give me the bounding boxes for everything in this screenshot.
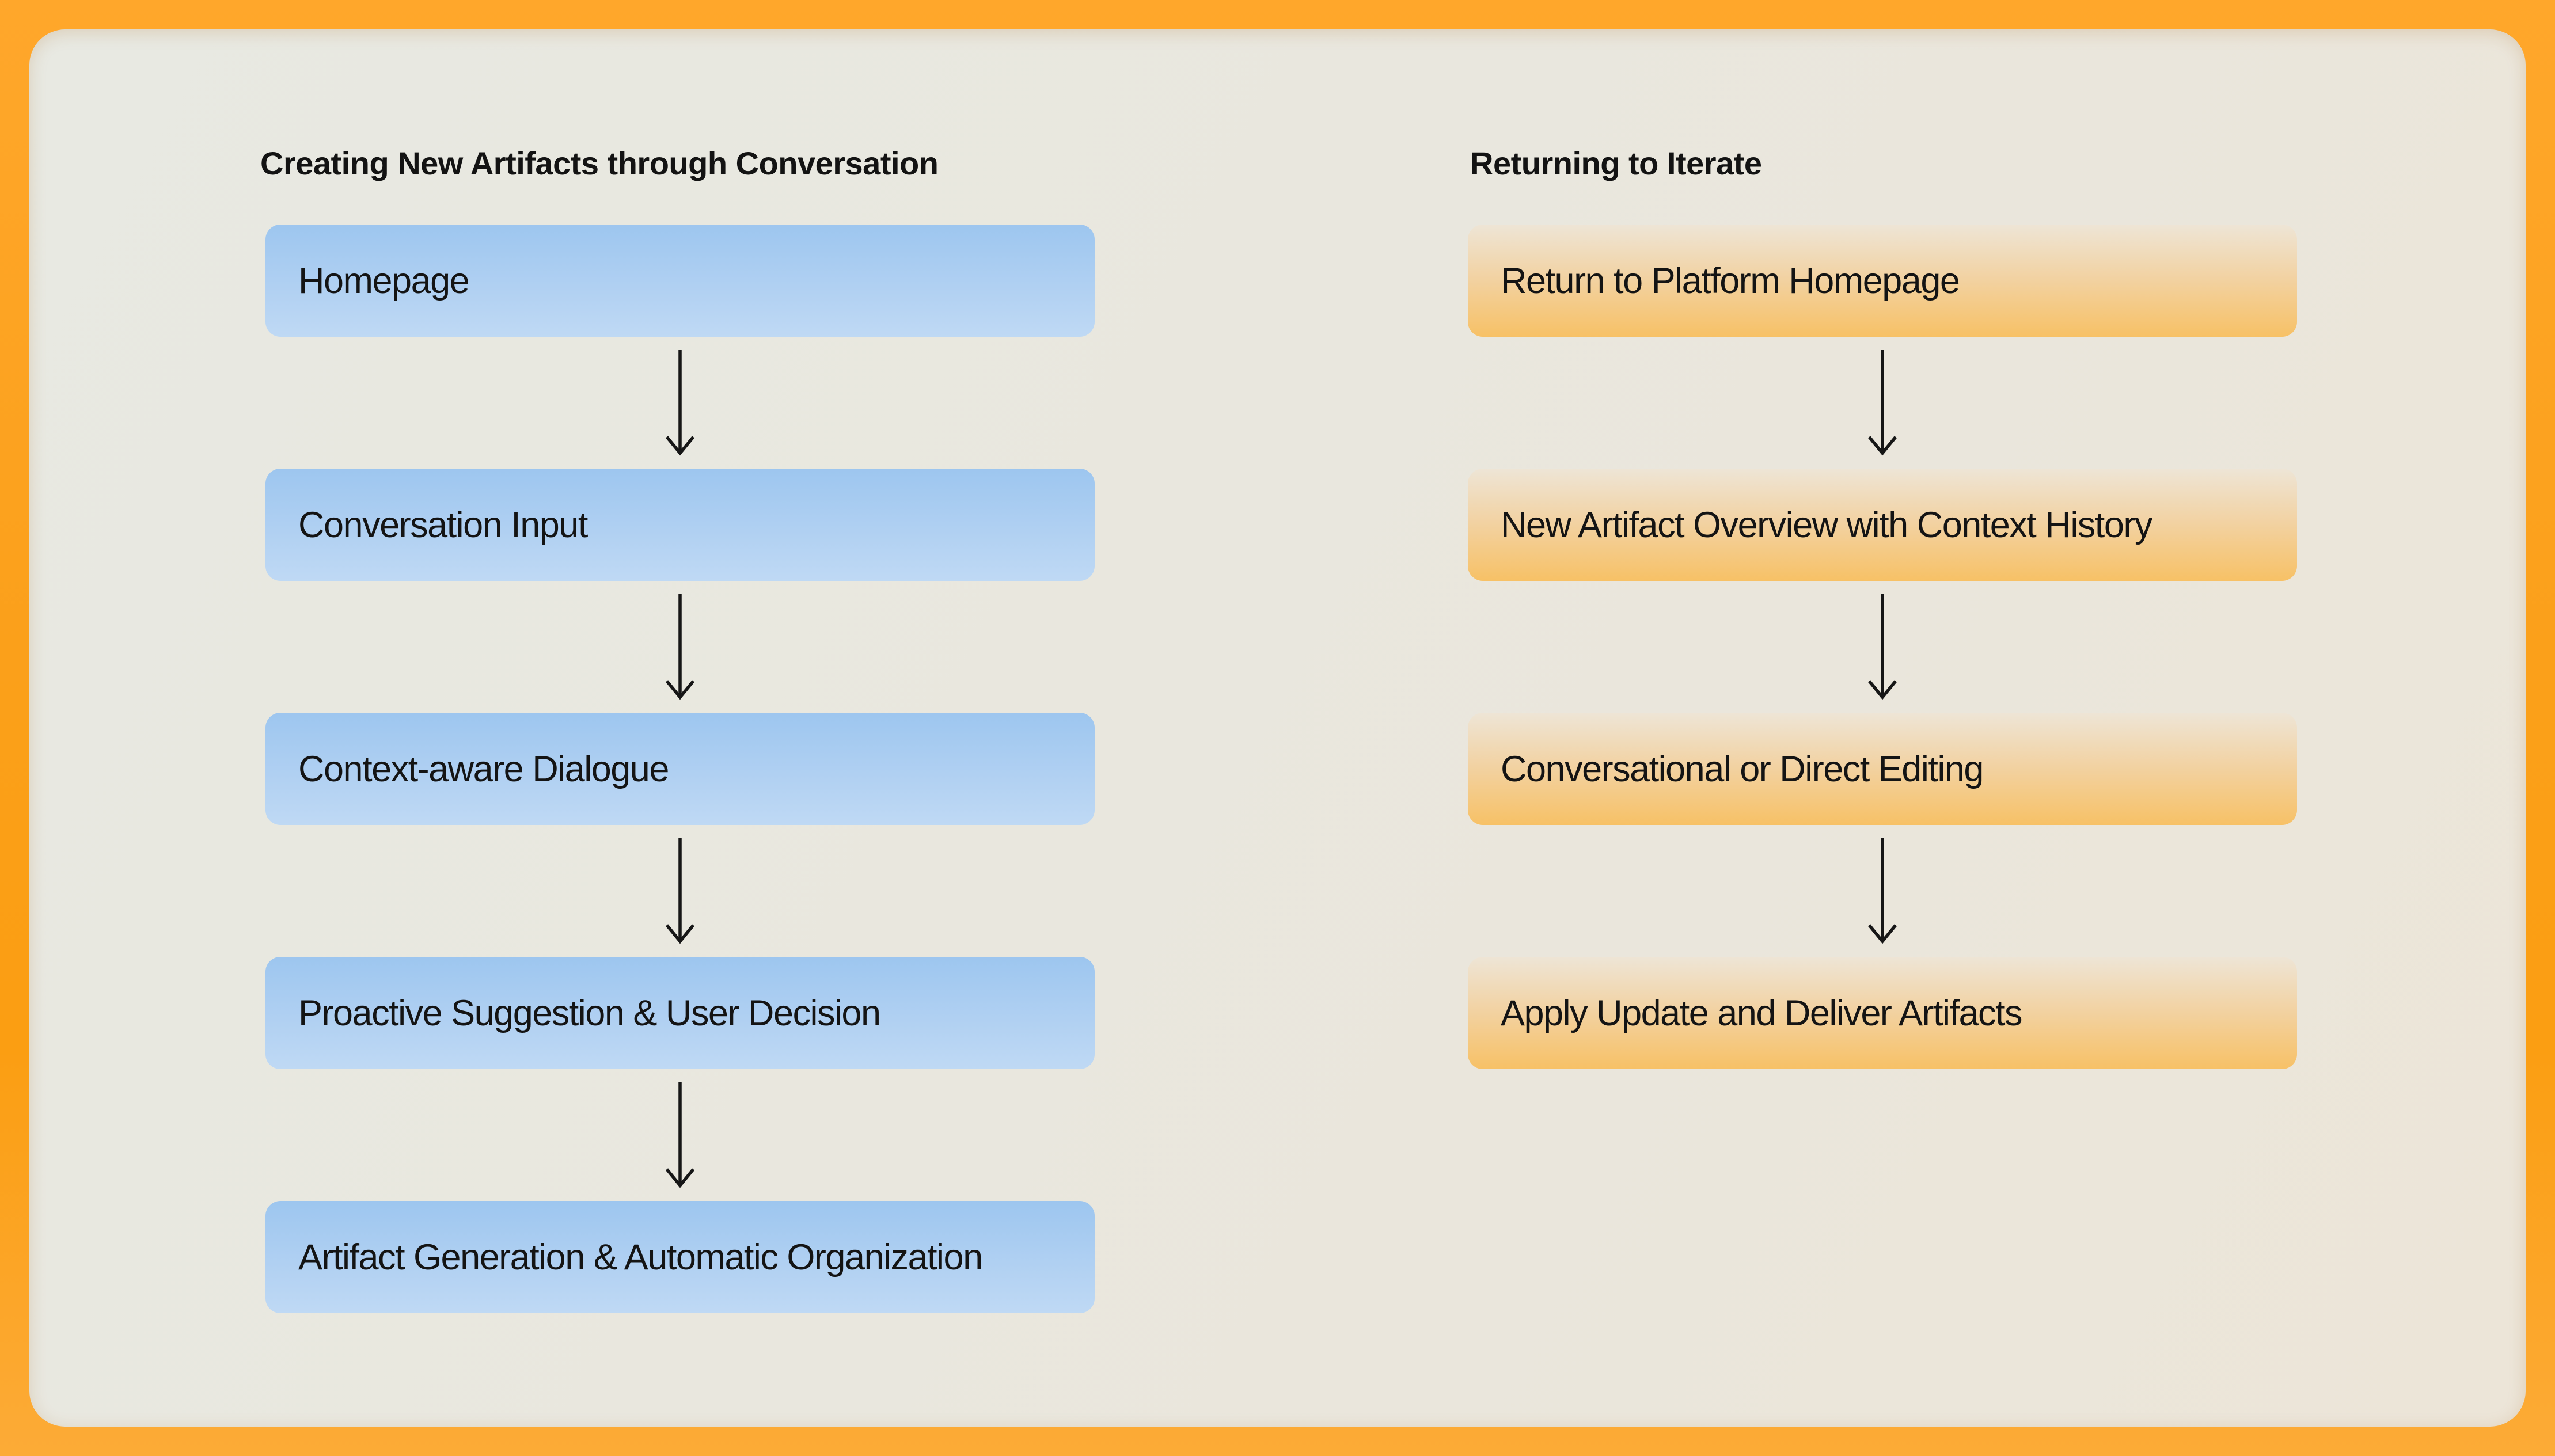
arrow-down-icon [265, 825, 1095, 957]
flow-node: Conversation Input [265, 469, 1095, 581]
arrow-down-icon [265, 1069, 1095, 1201]
arrow-down-icon [265, 581, 1095, 713]
flow-node: Apply Update and Deliver Artifacts [1468, 957, 2297, 1069]
flow-node: Proactive Suggestion & User Decision [265, 957, 1095, 1069]
arrow-down-icon [1468, 581, 2297, 713]
arrow-down-icon [265, 337, 1095, 469]
flow-node: Return to Platform Homepage [1468, 225, 2297, 337]
flow-title-iterate: Returning to Iterate [1470, 145, 1762, 181]
flow-node: Context-aware Dialogue [265, 713, 1095, 825]
flow-column-create: Homepage Conversation Input Context-awar… [265, 225, 1095, 1313]
flow-title-create: Creating New Artifacts through Conversat… [260, 145, 939, 181]
arrow-down-icon [1468, 337, 2297, 469]
flow-node: New Artifact Overview with Context Histo… [1468, 469, 2297, 581]
flow-node: Artifact Generation & Automatic Organiza… [265, 1201, 1095, 1313]
flow-column-iterate: Return to Platform Homepage New Artifact… [1468, 225, 2297, 1069]
flow-node: Conversational or Direct Editing [1468, 713, 2297, 825]
flow-node: Homepage [265, 225, 1095, 337]
arrow-down-icon [1468, 825, 2297, 957]
